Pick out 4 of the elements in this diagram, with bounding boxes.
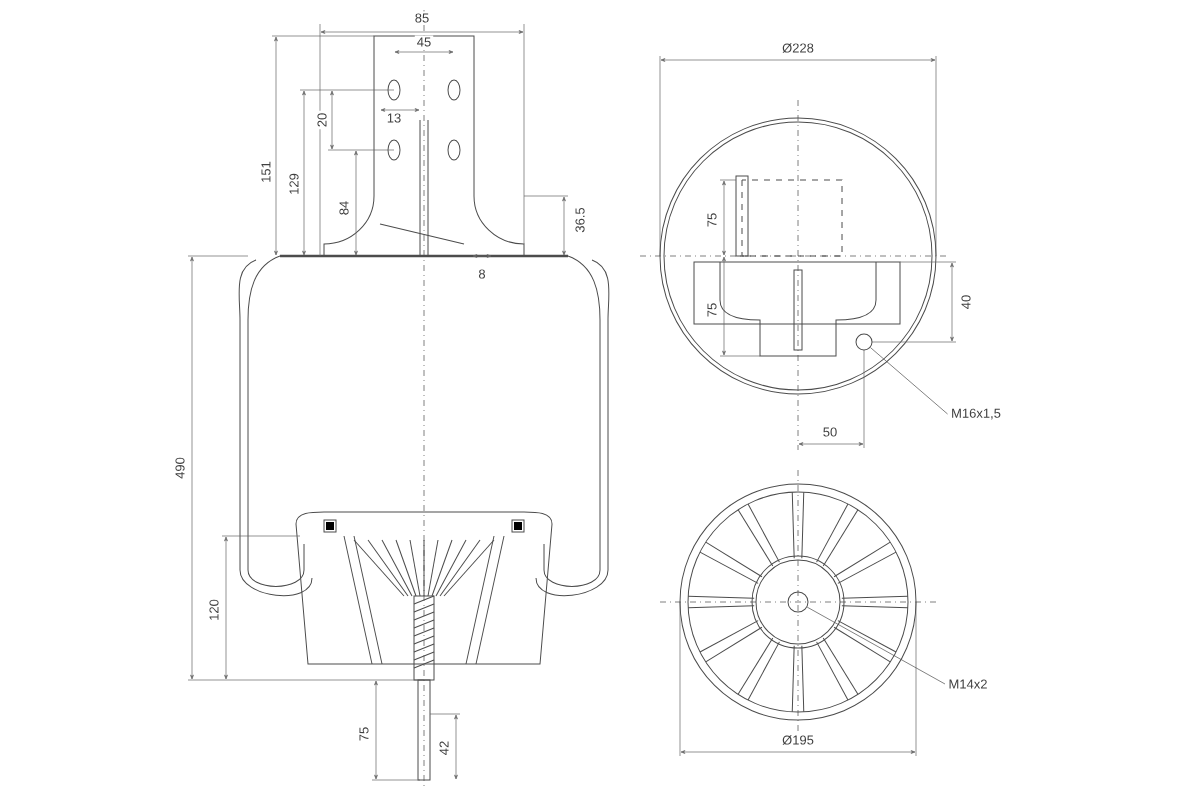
threaded-hole [787,591,809,613]
threaded-hole [855,333,873,351]
leader-line [806,606,946,685]
leader-line [870,347,948,415]
